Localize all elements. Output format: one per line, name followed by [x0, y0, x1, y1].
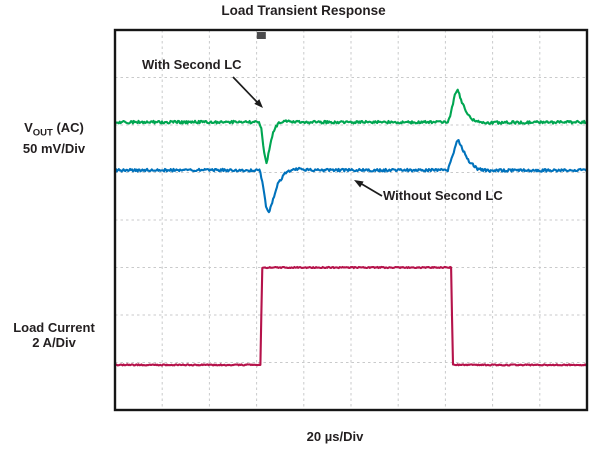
annotation-without-second-lc: Without Second LC: [383, 188, 503, 203]
annotation-arrows: [232, 76, 383, 197]
arrowhead-without-lc-icon: [354, 180, 364, 188]
load-scale: 2 A/Div: [32, 335, 76, 350]
vout-prefix: V: [24, 120, 33, 135]
load-name: Load Current: [13, 320, 95, 335]
vout-axis-label: VOUT (AC) 50 mV/Div: [0, 120, 108, 156]
trace-vout-without-second-lc: [113, 139, 589, 214]
vout-suffix: (AC): [52, 120, 84, 135]
vout-subscript: OUT: [32, 127, 53, 139]
chart-title: Load Transient Response: [221, 3, 386, 18]
arrowhead-with-lc-icon: [254, 99, 263, 108]
vout-scale: 50 mV/Div: [22, 140, 86, 156]
trigger-position-marker-icon: [256, 32, 266, 39]
waveform-traces: [113, 88, 589, 367]
plot-border: [113, 28, 589, 412]
annotation-with-second-lc: With Second LC: [142, 57, 242, 72]
load-current-axis-label: Load Current 2 A/Div: [0, 320, 108, 350]
graticule-grid: [115, 30, 587, 410]
trace-load-current: [113, 265, 589, 367]
trace-vout-with-second-lc: [113, 88, 589, 165]
arrow-to-without-lc-trace: [359, 182, 383, 197]
vout-name: VOUT (AC): [0, 120, 108, 141]
arrow-to-with-lc-trace: [232, 76, 258, 103]
x-axis-label: 20 µs/Div: [306, 429, 364, 444]
